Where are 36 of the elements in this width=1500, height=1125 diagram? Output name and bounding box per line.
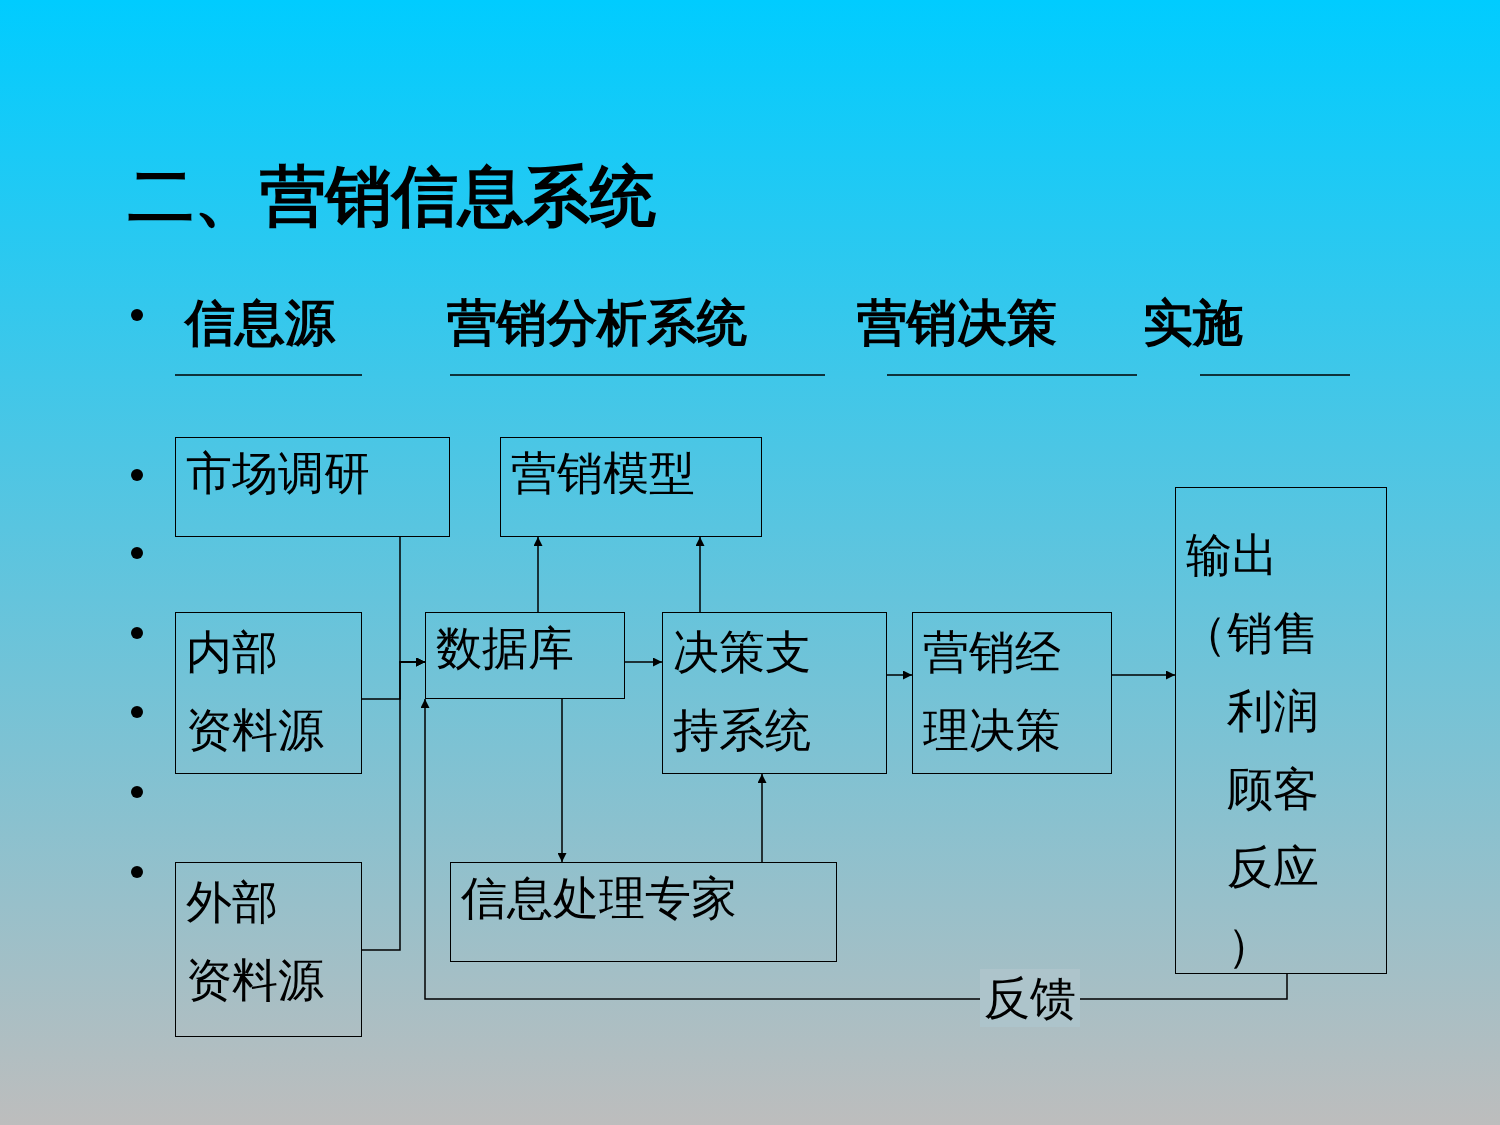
box-label: 信息处理专家: [460, 870, 738, 927]
box-label: 决策支持系统: [672, 624, 812, 759]
column-heading: 营销决策: [857, 293, 1057, 354]
process-box: [662, 612, 887, 774]
arrow: [1111, 670, 1176, 680]
box-label: 资料源: [185, 702, 325, 759]
arrow: [695, 536, 705, 613]
box-label: 外部: [185, 874, 279, 931]
arrow: [757, 773, 767, 863]
arrow: [420, 698, 1288, 1000]
column-heading: 营销分析系统: [447, 293, 747, 354]
process-box: [175, 862, 362, 1037]
arrow: [624, 657, 663, 667]
process-box: [1175, 487, 1387, 974]
column-heading: 信息源: [185, 293, 335, 354]
arrow: [361, 657, 426, 951]
process-box: [175, 612, 362, 774]
box-label: 输出: [1185, 527, 1279, 584]
process-box: [500, 437, 762, 537]
box-label: 数据库: [435, 620, 575, 677]
arrow: [886, 670, 913, 680]
process-box: [912, 612, 1112, 774]
process-box: [450, 862, 837, 962]
box-label: 内部: [185, 624, 279, 681]
box-label: 营销模型: [510, 445, 696, 502]
process-box: [175, 437, 450, 537]
slide-title: 二、营销信息系统: [128, 157, 656, 237]
arrow: [533, 536, 543, 613]
edge-label: 反馈: [980, 969, 1080, 1027]
arrow: [557, 698, 567, 863]
box-label: （销售利润顾客反应）: [1179, 605, 1320, 974]
box-label: 资料源: [185, 952, 325, 1009]
process-box: [425, 612, 625, 699]
column-heading: 实施: [1143, 293, 1243, 354]
box-label: 市场调研: [185, 445, 371, 502]
box-label: 营销经理决策: [922, 624, 1062, 759]
